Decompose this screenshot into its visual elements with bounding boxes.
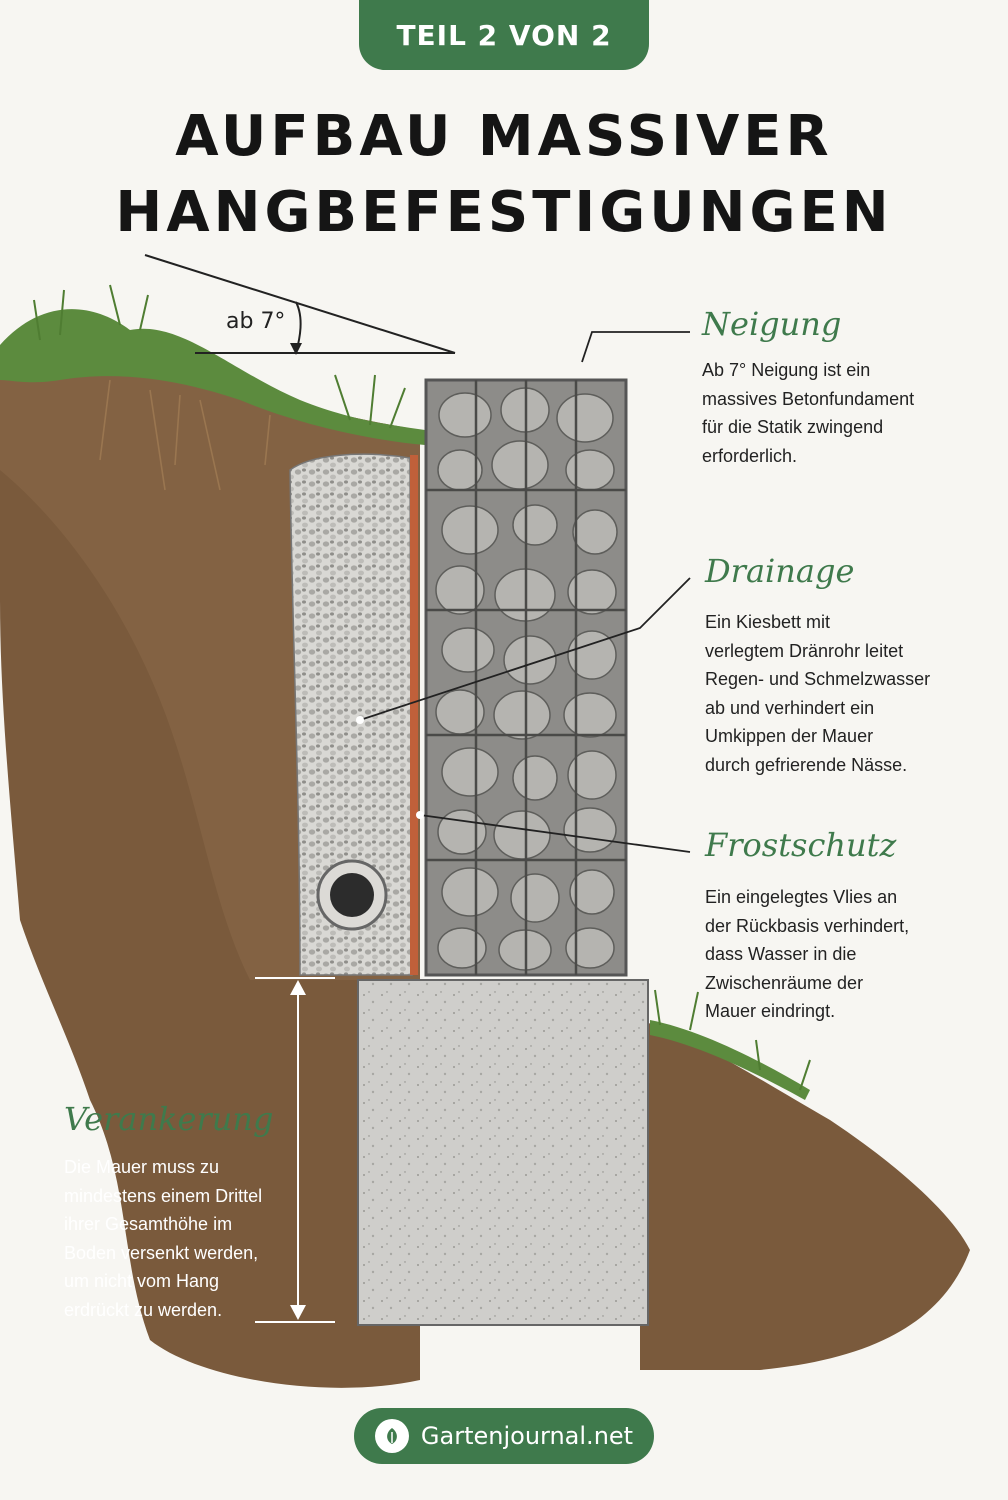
- drain-pipe: [316, 859, 388, 931]
- leader-frostschutz: [419, 814, 691, 853]
- neigung-heading: Neigung: [702, 305, 842, 343]
- grass-top: [0, 309, 425, 445]
- soil-slope-right: [640, 1020, 970, 1370]
- drainage-heading: Drainage: [705, 552, 855, 590]
- verankerung-body: Die Mauer muss zu mindestens einem Dritt…: [64, 1157, 263, 1320]
- footer-site-name: Gartenjournal.net: [420, 1422, 634, 1450]
- part-badge: TEIL 2 VON 2: [359, 0, 649, 70]
- page-title-line1: AUFBAU MASSIVER: [175, 104, 833, 169]
- gravel-drainage-bed: [289, 453, 413, 976]
- frostschutz-heading: Frostschutz: [705, 826, 897, 864]
- slope-angle-marker: [144, 254, 456, 354]
- neigung-body: Ab 7° Neigung ist ein massives Betonfund…: [702, 360, 915, 466]
- drainage-body: Ein Kiesbett mit verlegtem Dränrohr leit…: [705, 612, 931, 775]
- gabion-wire-mesh: [426, 380, 626, 975]
- leader-neigung: [581, 331, 690, 363]
- verankerung-heading: Verankerung: [64, 1100, 274, 1138]
- concrete-foundation: [357, 979, 649, 1326]
- page-title-line2: HANGBEFESTIGUNGEN: [115, 180, 893, 245]
- verankerung-dimension: [255, 977, 335, 1323]
- footer-brand-link[interactable]: Gartenjournal.net: [354, 1408, 654, 1464]
- fleece-layer: [410, 455, 418, 975]
- leaf-logo-icon: [374, 1419, 409, 1453]
- gabion-stones: [435, 387, 618, 971]
- angle-label: ab 7°: [226, 309, 286, 334]
- frostschutz-body: Ein eingelegtes Vlies an der Rückbasis v…: [705, 887, 910, 1021]
- leader-drainage: [359, 577, 691, 721]
